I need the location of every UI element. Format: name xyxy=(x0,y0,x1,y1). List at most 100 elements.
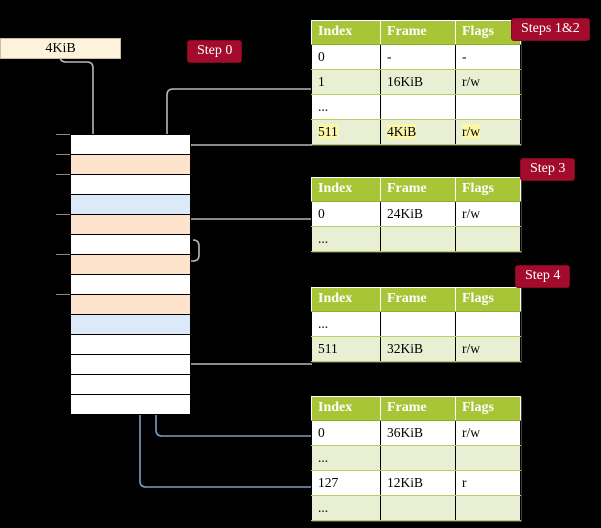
cell-value: 24KiB xyxy=(387,205,424,221)
table-cell-index: ... xyxy=(311,94,381,120)
table-row: 1 16KiB r/w xyxy=(311,69,521,95)
column-header-flags: Flags xyxy=(455,177,521,202)
table-cell-flags: r/w xyxy=(455,336,521,362)
kib-box: 4KiB xyxy=(0,38,121,59)
frame-row xyxy=(70,334,191,355)
table-cell-index: ... xyxy=(311,311,381,337)
column-header-frame: Frame xyxy=(380,396,456,421)
cell-value: 36KiB xyxy=(387,424,424,440)
cell-value: - xyxy=(387,48,392,64)
cell-value: ... xyxy=(318,230,329,246)
table-row: ... xyxy=(311,226,521,252)
cell-value: ... xyxy=(318,315,329,331)
table-cell-flags xyxy=(455,311,521,337)
frame-row xyxy=(70,394,191,415)
table-cell-index: 0 xyxy=(311,44,381,70)
cell-value: r/w xyxy=(462,205,480,221)
memory-frame-column xyxy=(70,134,191,415)
table-cell-flags: r xyxy=(455,470,521,496)
frame-tick-mark xyxy=(56,134,70,135)
column-header-flags: Flags xyxy=(455,287,521,312)
wire-blue-table3-row127 xyxy=(139,207,312,488)
table-row: 127 12KiB r xyxy=(311,470,521,496)
badge-steps-1-2: Steps 1&2 xyxy=(512,19,589,41)
table-cell-frame: 36KiB xyxy=(380,420,456,446)
frame-tick-mark xyxy=(56,214,70,215)
badge-step-0: Step 0 xyxy=(188,41,242,63)
table-row: ... xyxy=(311,495,521,521)
cell-value: ... xyxy=(318,98,329,114)
table-cell-frame: 16KiB xyxy=(380,69,456,95)
frame-row xyxy=(70,314,191,335)
table-cell-frame: 24KiB xyxy=(380,201,456,227)
column-header-frame: Frame xyxy=(380,177,456,202)
cell-value: 511 xyxy=(318,340,338,356)
cell-value: r xyxy=(462,474,467,490)
cell-value: 511 xyxy=(318,123,338,139)
frame-row xyxy=(70,134,191,155)
column-header-flags: Flags xyxy=(455,396,521,421)
table-cell-index: 511 xyxy=(311,119,381,145)
table-cell-frame xyxy=(380,311,456,337)
cell-value: 16KiB xyxy=(387,73,424,89)
cell-value: 0 xyxy=(318,205,325,221)
table-row: 0 36KiB r/w xyxy=(311,420,521,446)
column-header-index: Index xyxy=(311,396,381,421)
frame-row xyxy=(70,254,191,275)
table-cell-index: 0 xyxy=(311,201,381,227)
table-cell-flags: r/w xyxy=(455,69,521,95)
cell-value: 4KiB xyxy=(387,123,417,139)
kib-box-label: 4KiB xyxy=(45,40,76,56)
table-cell-index: ... xyxy=(311,495,381,521)
table-cell-index: 0 xyxy=(311,420,381,446)
badge-step-3: Step 3 xyxy=(521,159,575,181)
cell-value: 32KiB xyxy=(387,340,424,356)
column-header-flags: Flags xyxy=(455,20,521,45)
cell-value: ... xyxy=(318,499,329,515)
table-cell-frame: 4KiB xyxy=(380,119,456,145)
frame-tick-mark xyxy=(56,254,70,255)
table-row: 511 32KiB r/w xyxy=(311,336,521,362)
frame-tick-mark xyxy=(56,154,70,155)
cell-value: 127 xyxy=(318,474,339,490)
table-cell-frame: 12KiB xyxy=(380,470,456,496)
table-cell-flags xyxy=(455,94,521,120)
frame-row xyxy=(70,354,191,375)
cell-value: - xyxy=(462,48,467,64)
badge-step-4: Step 4 xyxy=(516,266,570,288)
table-cell-frame: 32KiB xyxy=(380,336,456,362)
table-cell-index: ... xyxy=(311,445,381,471)
frame-row xyxy=(70,234,191,255)
table-cell-flags xyxy=(455,226,521,252)
table-row: 0 - - xyxy=(311,44,521,70)
frame-tick-mark xyxy=(56,294,70,295)
cell-value: r/w xyxy=(462,73,480,89)
table-cell-frame xyxy=(380,495,456,521)
table-cell-frame xyxy=(380,226,456,252)
table-cell-flags xyxy=(455,495,521,521)
table-cell-index: 127 xyxy=(311,470,381,496)
wire-step3-table1-to-frames xyxy=(179,158,312,252)
frame-row xyxy=(70,174,191,195)
table-cell-index: 1 xyxy=(311,69,381,95)
table-cell-flags: r/w xyxy=(455,420,521,446)
frame-tick-mark xyxy=(56,174,70,175)
table-cell-flags: - xyxy=(455,44,521,70)
cell-value: r/w xyxy=(462,340,480,356)
cell-value: 0 xyxy=(318,48,325,64)
column-header-frame: Frame xyxy=(380,20,456,45)
cell-value: r/w xyxy=(462,424,480,440)
column-header-index: Index xyxy=(311,287,381,312)
frame-row xyxy=(70,194,191,215)
wire-step4-table2-to-frames xyxy=(178,326,312,365)
table-cell-frame xyxy=(380,94,456,120)
table-row: ... xyxy=(311,94,521,120)
column-header-index: Index xyxy=(311,177,381,202)
frame-row xyxy=(70,294,191,315)
cell-value: ... xyxy=(318,449,329,465)
table-row: ... xyxy=(311,445,521,471)
